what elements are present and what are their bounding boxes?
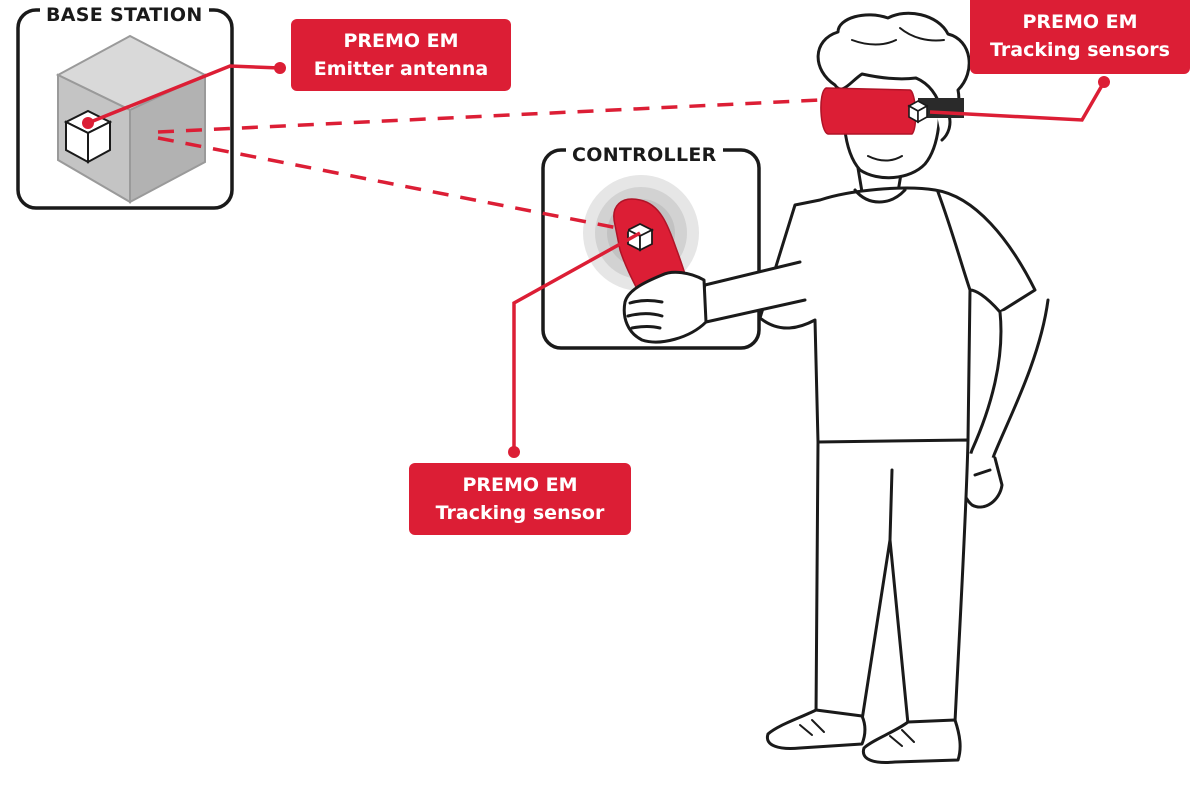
emitter-dot (82, 117, 94, 129)
headset-callout: PREMO EM Tracking sensors (970, 0, 1190, 74)
controller-callout-line1: PREMO EM (409, 471, 631, 499)
controller-callout: PREMO EM Tracking sensor (409, 463, 631, 535)
controller-leader-end (508, 446, 520, 458)
controller-title: CONTROLLER (566, 144, 723, 166)
base-station-title: BASE STATION (40, 4, 209, 26)
headset-leader-end (1098, 76, 1110, 88)
emitter-leader-end (274, 62, 286, 74)
controller-callout-line2: Tracking sensor (409, 499, 631, 527)
headset-callout-line2: Tracking sensors (970, 36, 1190, 64)
emitter-callout: PREMO EM Emitter antenna (291, 19, 511, 91)
headset-sensor-icon (909, 101, 927, 122)
emitter-callout-line2: Emitter antenna (291, 55, 511, 83)
headset-callout-line1: PREMO EM (970, 8, 1190, 36)
emitter-callout-line1: PREMO EM (291, 27, 511, 55)
